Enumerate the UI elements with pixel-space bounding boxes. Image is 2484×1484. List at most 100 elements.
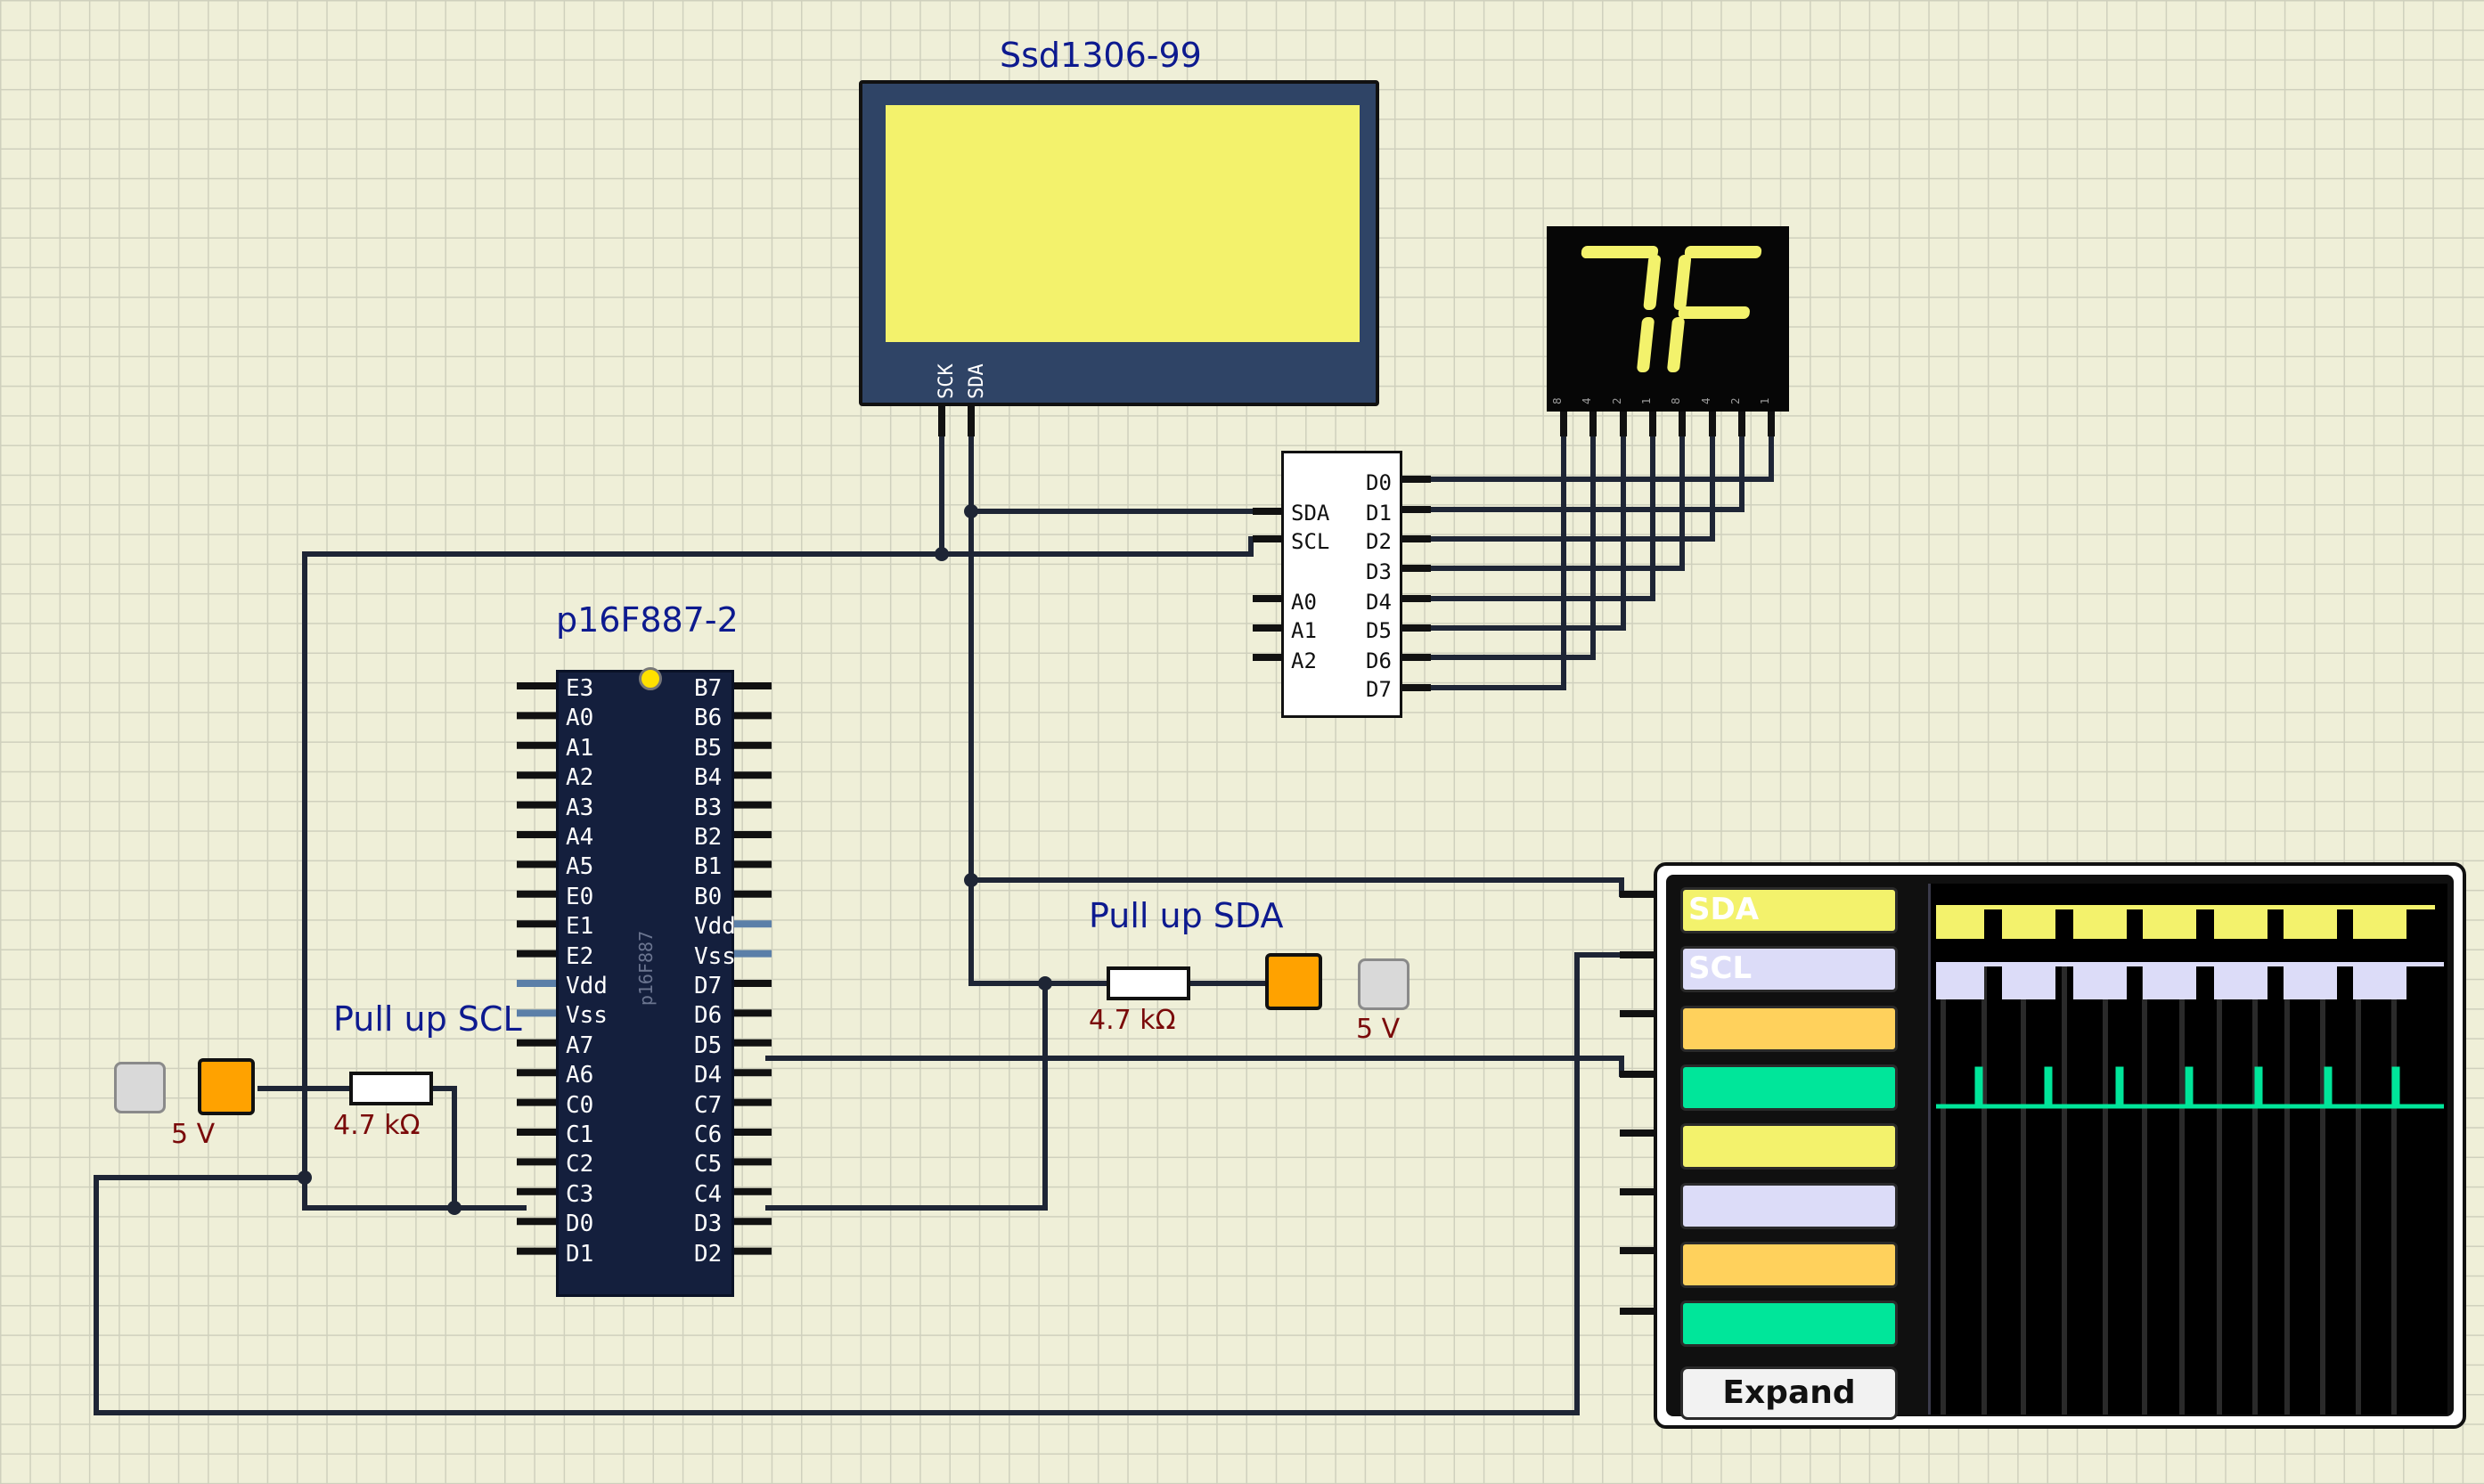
wire-d5 (765, 1056, 1637, 1077)
mcu-pin-label: D0 (566, 1211, 594, 1238)
resistor-value-scl: 4.7 kΩ (333, 1110, 421, 1141)
resistor-value-sda: 4.7 kΩ (1089, 1005, 1176, 1036)
mcu-pin-label: B7 (694, 675, 723, 702)
chip-marking: p16F887 (635, 930, 657, 1007)
mcu-pin-label: A3 (566, 794, 594, 821)
expand-button[interactable]: Expand (1680, 1366, 1898, 1420)
segment-b-1 (1643, 255, 1662, 310)
mcu-pin-label: Vss (694, 942, 736, 970)
mcu-pin-label: A4 (566, 824, 594, 851)
seg-pin-label: 1 (1640, 397, 1653, 404)
expander-pin-a2: A2 (1291, 648, 1317, 673)
expander-pin-d5: D5 (1366, 618, 1392, 643)
mcu-pin-stubs (517, 682, 772, 1255)
analyzer-channel-7[interactable] (1680, 1241, 1898, 1288)
mcu-pin-label: C0 (566, 1091, 594, 1119)
mcu-pin-label: E0 (566, 883, 594, 910)
mcu-pin-label: D6 (694, 1002, 723, 1030)
analyzer-channel-4[interactable] (1680, 1064, 1898, 1111)
mcu-pin-label: C2 (566, 1151, 594, 1178)
mcu-pin-label: D1 (566, 1240, 594, 1268)
mcu-title: p16F887-2 (556, 600, 739, 640)
wire-scl-analyzer (94, 952, 1637, 1415)
analyzer-channel-8[interactable] (1680, 1301, 1898, 1348)
mcu-pin-label: B2 (694, 824, 723, 851)
mcu-pin-label: D4 (694, 1062, 723, 1089)
io-expander[interactable]: SDA SCL A0 A1 A2 D0 D1 D2 D3 D4 D5 D6 D7 (1281, 451, 1402, 718)
analyzer-channel-3[interactable] (1680, 1005, 1898, 1052)
segment-a-2 (1684, 246, 1762, 258)
expander-pin-d3: D3 (1366, 559, 1392, 584)
segment-c-1 (1637, 317, 1655, 372)
pullup-scl-label: Pull up SCL (333, 999, 522, 1039)
mcu-pin-label: A5 (566, 853, 594, 881)
seven-segment-display[interactable]: 8 4 2 1 8 4 2 1 (1547, 226, 1789, 412)
resistor-sda[interactable] (1107, 966, 1190, 1000)
expander-pin-sda: SDA (1291, 501, 1330, 526)
analyzer-channel-2[interactable]: SCL (1680, 946, 1898, 993)
mcu-pin-label: D3 (694, 1211, 723, 1238)
display-title: Ssd1306-99 (1000, 36, 1202, 75)
mcu-pin-label: A6 (566, 1062, 594, 1089)
mcu-pin-label: B5 (694, 734, 723, 762)
waveform-plot (1936, 905, 2444, 1415)
seg-pin-label: 8 (1670, 397, 1682, 404)
mcu-pin-label: A1 (566, 734, 594, 762)
analyzer-channel-5[interactable] (1680, 1123, 1898, 1170)
segment-e-2 (1667, 317, 1685, 372)
mcu-pin-label: D2 (694, 1240, 723, 1268)
mcu-pin-label: D5 (694, 1031, 723, 1059)
ch3-trace (1936, 1066, 2444, 1109)
display-screen (886, 105, 1360, 342)
analyzer-channel-6[interactable] (1680, 1182, 1898, 1229)
analyzer-channel-1[interactable]: SDA (1680, 887, 1898, 934)
expander-pin-d4: D4 (1366, 590, 1392, 615)
mcu-pin-label: C1 (566, 1121, 594, 1148)
power-source-sda[interactable] (1265, 953, 1322, 1010)
power-switch-sda[interactable] (1358, 958, 1410, 1010)
pullup-sda-label: Pull up SDA (1089, 896, 1284, 935)
expander-pin-d7: D7 (1366, 677, 1392, 702)
mcu-pin-label: B6 (694, 705, 723, 732)
mcu-pin-label: B1 (694, 853, 723, 881)
mcu-pin-label: E3 (566, 675, 594, 702)
analyzer-panel: SDA SCL Expand (1666, 875, 2454, 1420)
wire-scl-expander (939, 536, 1264, 557)
expander-pin-d6: D6 (1366, 648, 1392, 673)
wire-c4 (765, 981, 1048, 1211)
seg-pin-label: 4 (1700, 397, 1712, 404)
expander-pin-a1: A1 (1291, 618, 1317, 643)
expander-pin-scl: SCL (1291, 529, 1330, 554)
mcu-pin-label: A0 (566, 705, 594, 732)
seg-pin-label: 8 (1551, 397, 1564, 404)
expander-pin-d0: D0 (1366, 470, 1392, 495)
mcu-pin-label: C5 (694, 1151, 723, 1178)
mcu-pin-label: C7 (694, 1091, 723, 1119)
mcu-pin-label: E1 (566, 913, 594, 941)
logic-analyzer[interactable]: SDA SCL Expand (1654, 862, 2466, 1429)
power-switch-scl[interactable] (114, 1062, 166, 1113)
display-pin-sda: SDA (966, 363, 988, 399)
mcu-pin-label: Vdd (566, 973, 608, 999)
mcu-pin-label: C3 (566, 1180, 594, 1208)
mcu-pin-label: A2 (566, 764, 594, 792)
mcu-pin-label: Vss (566, 1002, 608, 1030)
mcu-pin-label: Vdd (694, 913, 736, 941)
supply-label-sda: 5 V (1356, 1014, 1401, 1045)
mcu-pin-label: E2 (566, 942, 594, 970)
seg-pin-label: 4 (1581, 397, 1593, 404)
seg-pin-label: 1 (1759, 397, 1771, 404)
mcu-pin-label: A7 (566, 1031, 594, 1059)
wire-sda-analyzer (968, 877, 1637, 897)
oled-display[interactable]: SCK SDA (859, 80, 1379, 406)
seven-segment-glyphs: 8 4 2 1 8 4 2 1 (1551, 246, 1771, 404)
pin1-indicator (639, 667, 662, 690)
mcu-pin-label: C6 (694, 1121, 723, 1148)
resistor-scl[interactable] (349, 1072, 433, 1105)
mcu-pin-label: D7 (694, 973, 723, 999)
analyzer-waveform-area (1928, 884, 2447, 1415)
wire-scl-bus (302, 551, 944, 1211)
power-source-scl[interactable] (198, 1058, 255, 1115)
